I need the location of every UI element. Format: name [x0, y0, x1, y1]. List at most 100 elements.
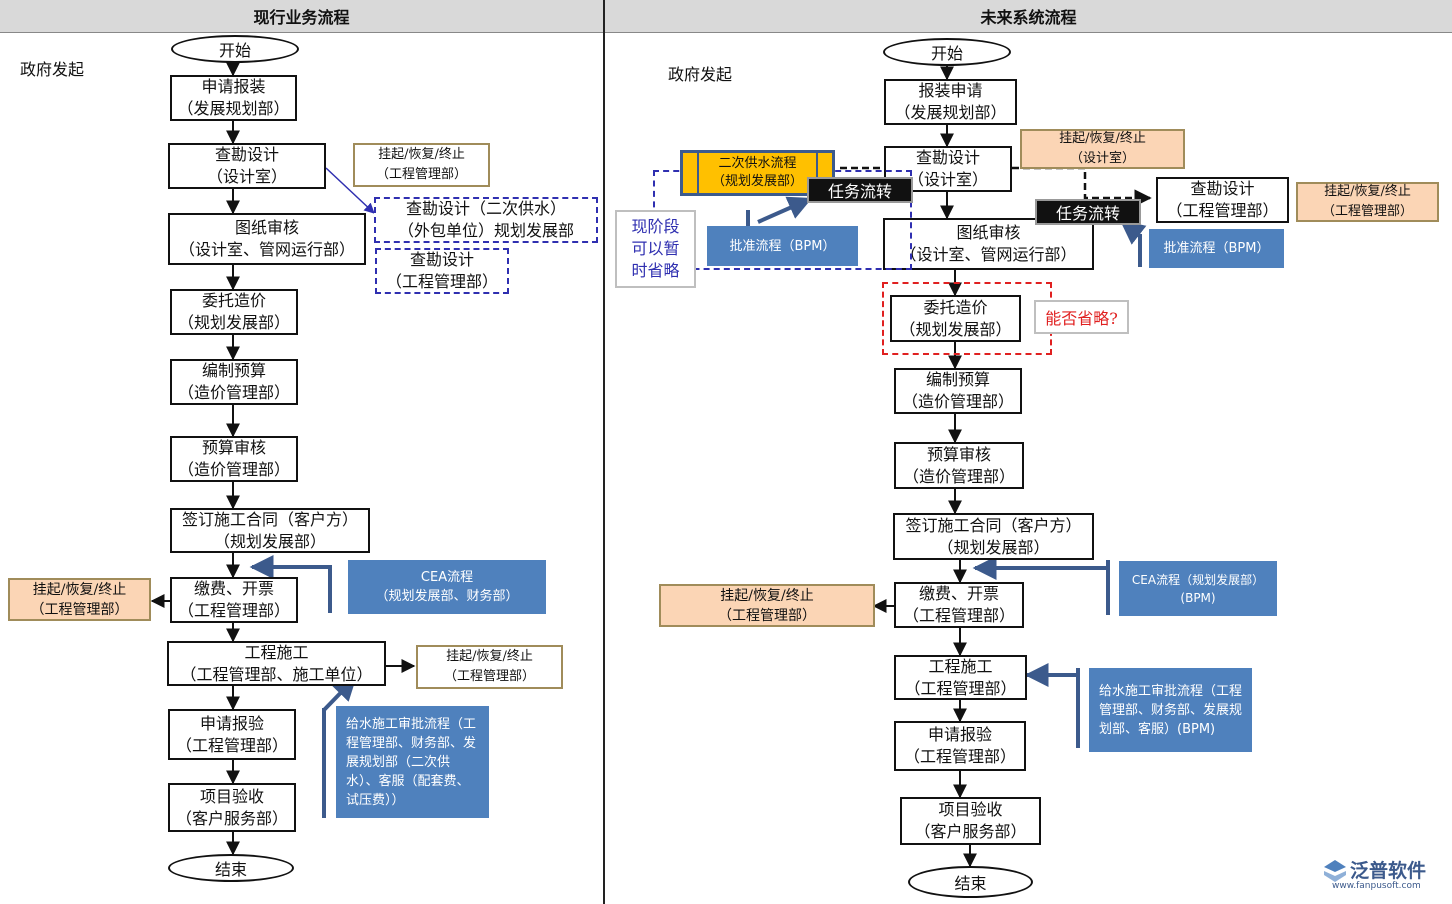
right-water-approval-process: 给水施工审批流程（工程管理部、财务部、发展规划部、客服）(BPM)	[1089, 668, 1252, 752]
left-step-apply: 申请报装 （发展规划部）	[170, 75, 297, 121]
note-dept: （工程管理部）	[385, 272, 498, 291]
step-title: 签订施工合同（客户方）	[181, 509, 358, 529]
left-secondary-survey: 查勘设计（二次供水） （外包单位）规划发展部	[374, 197, 598, 243]
right-step-construction: 工程施工 （工程管理部）	[894, 655, 1027, 700]
step-title: 签订施工合同（客户方）	[905, 515, 1082, 535]
note-dept: （工程管理部）	[1321, 204, 1413, 219]
step-dept: （发展规划部）	[894, 103, 1007, 122]
step-dept: （工程管理部）	[175, 735, 288, 755]
right-step-inspection-apply: 申请报验 （工程管理部）	[894, 721, 1026, 771]
left-step-acceptance: 项目验收 （客户服务部）	[168, 783, 296, 832]
step-dept: （规划发展部）	[937, 537, 1050, 557]
step-title: 缴费、开票	[193, 579, 274, 598]
right-task-transfer-1: 任务流转	[807, 177, 913, 203]
note-title: 查勘设计（二次供水）	[405, 199, 566, 218]
left-suspend-note-fee: 挂起/恢复/终止 （工程管理部）	[8, 578, 151, 621]
right-omit-note: 现阶段 可以暂 时省略	[615, 210, 696, 288]
step-title: 查勘设计	[214, 145, 279, 164]
left-water-approval-process: 给水施工审批流程（工程管理部、财务部、发展规划部（二次供水）、客服（配套费、试压…	[336, 706, 489, 818]
note-title: 二次供水流程	[718, 156, 797, 171]
step-dept: （工程管理部、施工单位）	[180, 664, 373, 684]
step-dept: （客户服务部）	[914, 822, 1027, 841]
note-dept: （规划发展部、财务部）	[375, 589, 519, 604]
brand-logo: 泛普软件 www.fanpusoft.com	[1322, 856, 1446, 896]
note-title: 挂起/恢复/终止	[720, 587, 814, 604]
note-line: 时省略	[631, 261, 680, 280]
step-dept: （工程管理部）	[903, 747, 1016, 766]
brand-logo-name: 泛普软件	[1350, 860, 1427, 882]
step-dept: （造价管理部）	[902, 466, 1015, 486]
left-step-cost-entrust: 委托造价 （规划发展部）	[170, 289, 298, 335]
step-title: 申请报验	[927, 725, 992, 744]
step-dept: （规划发展部）	[899, 319, 1012, 339]
step-title: 报装申请	[918, 81, 983, 100]
right-step-survey-eng: 查勘设计 （工程管理部）	[1156, 177, 1289, 223]
right-can-omit-note: 能否省略?	[1034, 300, 1129, 334]
step-title: 委托造价	[201, 291, 266, 310]
left-step-contract: 签订施工合同（客户方） （规划发展部）	[170, 508, 370, 553]
step-dept: （规划发展部）	[177, 313, 290, 332]
left-cea-process: CEA流程 （规划发展部、财务部）	[348, 560, 546, 614]
step-dept: （造价管理部）	[901, 392, 1014, 411]
brand-logo-url: www.fanpusoft.com	[1332, 881, 1421, 891]
step-title: 预算审核	[201, 438, 266, 457]
step-title: 项目验收	[938, 800, 1003, 819]
step-title: 图纸审核	[956, 223, 1021, 242]
note-title: CEA流程	[420, 570, 474, 585]
step-dept: （设计室）	[206, 167, 287, 186]
step-dept: （造价管理部）	[177, 383, 290, 402]
note-dept: （工程管理部）	[30, 601, 129, 618]
step-title: 编制预算	[201, 361, 266, 380]
right-step-survey: 查勘设计 （设计室）	[884, 146, 1012, 192]
right-cea-process: CEA流程（规划发展部）(BPM)	[1119, 561, 1277, 616]
step-title: 编制预算	[925, 370, 990, 389]
step-dept: （客户服务部）	[175, 808, 288, 828]
note-title: 挂起/恢复/终止	[1324, 184, 1411, 199]
left-suspend-note-1: 挂起/恢复/终止 （工程管理部）	[353, 143, 490, 187]
left-step-survey: 查勘设计 （设计室）	[168, 143, 326, 189]
right-task-transfer-2: 任务流转	[1035, 199, 1141, 225]
step-dept: （工程管理部）	[902, 606, 1015, 625]
left-start-node: 开始	[171, 35, 299, 63]
note-dept: （外包单位）规划发展部	[397, 221, 574, 240]
right-secondary-water-process: 二次供水流程 （规划发展部）	[680, 150, 835, 196]
left-step-inspection-apply: 申请报验 （工程管理部）	[168, 709, 296, 760]
step-dept: （设计室、管网运行部）	[178, 240, 355, 259]
right-step-payment: 缴费、开票 （工程管理部）	[894, 582, 1024, 628]
step-dept: （发展规划部）	[177, 99, 290, 118]
step-title: 查勘设计	[915, 148, 980, 167]
note-title: 挂起/恢复/终止	[32, 581, 127, 598]
right-step-apply: 报装申请 （发展规划部）	[884, 79, 1017, 125]
note-title: 挂起/恢复/终止	[446, 649, 533, 664]
right-step-cost-entrust: 委托造价 （规划发展部）	[890, 295, 1021, 342]
step-title: 申请报装	[201, 77, 266, 96]
note-title: 挂起/恢复/终止	[1059, 131, 1146, 146]
note-title: 查勘设计	[409, 250, 474, 269]
step-title: 项目验收	[199, 786, 264, 806]
right-bpm-approval-1: 批准流程（BPM）	[707, 226, 858, 266]
right-suspend-note-fee: 挂起/恢复/终止 （工程管理部）	[659, 584, 875, 627]
note-dept: （工程管理部）	[375, 167, 467, 182]
left-step-budget-review: 预算审核 （造价管理部）	[170, 436, 298, 482]
left-gov-label: 政府发起	[20, 60, 85, 79]
note-dept: （工程管理部）	[443, 669, 535, 684]
right-suspend-note-design: 挂起/恢复/终止 （设计室）	[1020, 129, 1185, 169]
note-dept: （工程管理部）	[718, 607, 816, 624]
step-dept: （设计室、管网运行部）	[900, 245, 1077, 264]
right-header: 未来系统流程	[605, 0, 1452, 33]
right-step-acceptance: 项目验收 （客户服务部）	[900, 797, 1041, 845]
left-end-node: 结束	[168, 854, 294, 882]
left-step-payment: 缴费、开票 （工程管理部）	[170, 577, 298, 623]
right-step-budget: 编制预算 （造价管理部）	[894, 368, 1022, 414]
left-step-construction: 工程施工 （工程管理部、施工单位）	[167, 641, 386, 686]
step-title: 预算审核	[926, 444, 991, 464]
step-dept: （设计室）	[907, 170, 988, 189]
step-dept: （工程管理部）	[177, 601, 290, 620]
right-bpm-approval-2: 批准流程（BPM）	[1149, 229, 1284, 268]
step-title: 图纸审核	[234, 218, 299, 237]
right-step-drawing-review: 图纸审核 （设计室、管网运行部）	[883, 218, 1094, 270]
note-line: 可以暂	[631, 239, 680, 258]
right-start-node: 开始	[883, 38, 1011, 66]
brand-logo-icon	[1324, 860, 1346, 882]
step-dept: （造价管理部）	[177, 460, 290, 479]
